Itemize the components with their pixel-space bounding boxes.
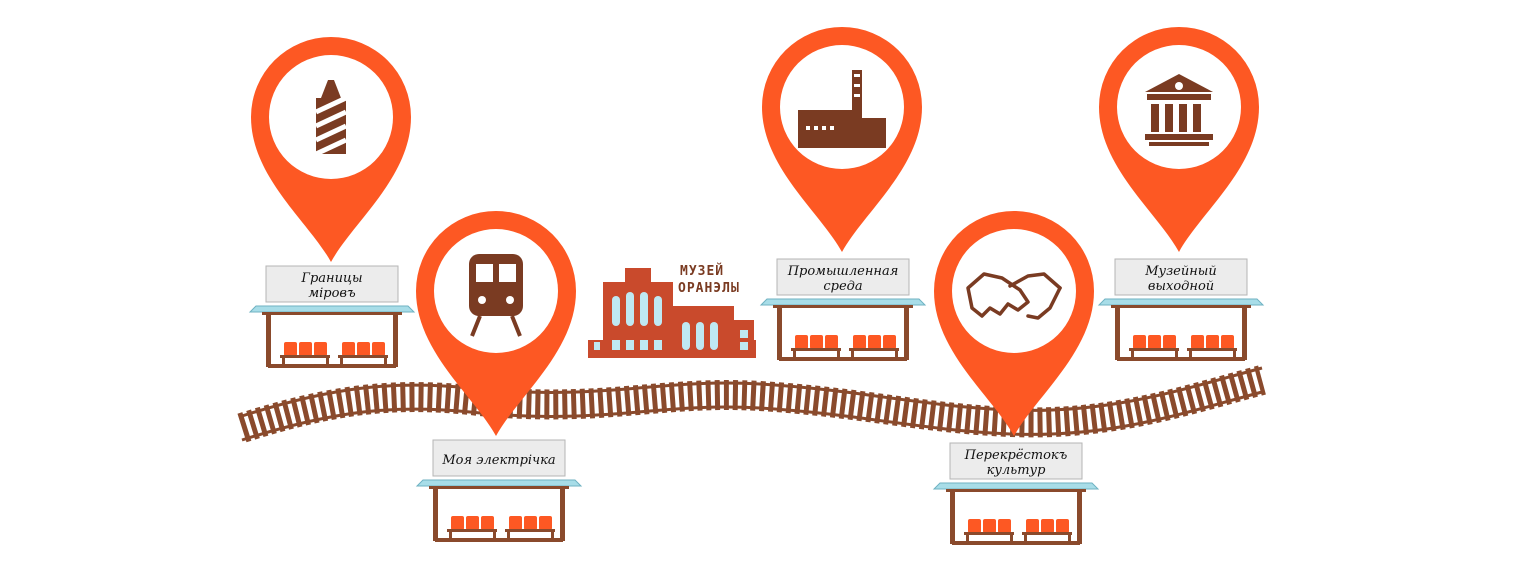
station-label-line2: культур (987, 463, 1047, 478)
museum-title-line2: ОРАНЭЛЫ (678, 281, 740, 296)
station-vyhodnoy: Музейный выходной (1098, 27, 1264, 362)
factory-icon (798, 70, 886, 148)
museum-building-illustration (588, 268, 756, 358)
train-icon (469, 254, 523, 337)
station-label-line2: выходной (1148, 279, 1214, 294)
railway-track (237, 365, 1266, 443)
station-label-line1: Перекрёстокъ (964, 448, 1068, 463)
map-pin (1099, 27, 1259, 252)
museum-building-icon (1145, 74, 1213, 146)
lighthouse-icon (314, 80, 348, 157)
station-label-line1: Промышленная (787, 264, 899, 279)
station-elektrichka: Моя электрiчка (416, 211, 582, 543)
handshake-icon (966, 272, 1062, 320)
station-perekrestok: Перекрёстокъ культур (933, 211, 1099, 546)
station-label-line1: Моя электрiчка (441, 453, 555, 468)
map-pin (934, 211, 1094, 436)
museum-oranely: МУЗЕЙ ОРАНЭЛЫ (588, 263, 756, 358)
station-sreda: Промышленная среда (760, 27, 926, 362)
station-granicy: Границы мiровъ (249, 37, 415, 369)
station-label-line2: мiровъ (308, 286, 356, 301)
map-pin (251, 37, 411, 262)
map-pin (416, 211, 576, 436)
station-label-line1: Границы (300, 271, 362, 286)
station-label-line2: среда (823, 279, 862, 294)
station-label-line1: Музейный (1144, 264, 1217, 279)
map-pin (762, 27, 922, 252)
museum-title-line1: МУЗЕЙ (680, 263, 724, 279)
